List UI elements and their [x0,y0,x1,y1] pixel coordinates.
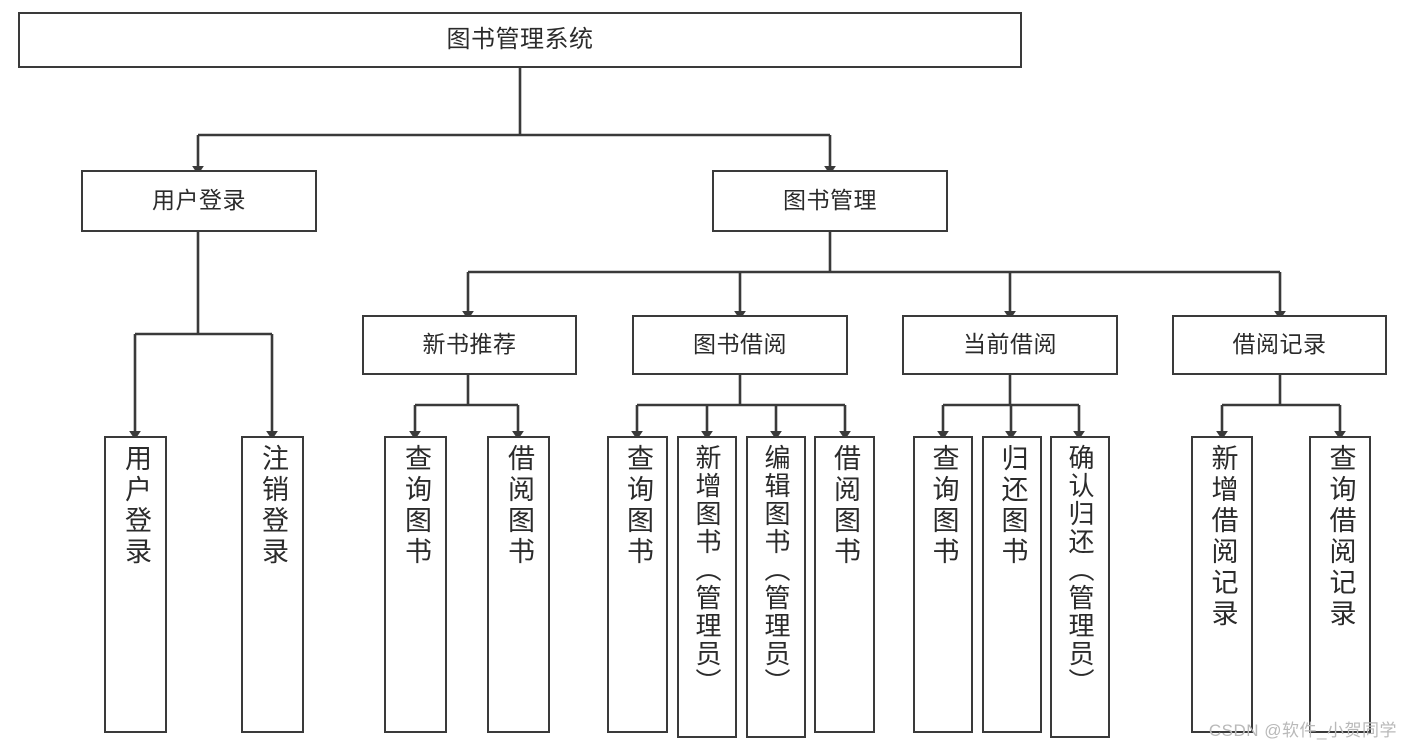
leaf-return-book[interactable]: 归还图书 [982,436,1042,733]
leaf-query-book-new[interactable]: 查询图书 [384,436,447,733]
node-label: 当前借阅 [963,331,1057,358]
node-label: 查询图书 [623,444,653,568]
leaf-borrow-book-new[interactable]: 借阅图书 [487,436,550,733]
node-label: 查询图书 [401,444,431,568]
node-label: 归还图书 [997,444,1028,568]
node-borrowing-record[interactable]: 借阅记录 [1172,315,1387,375]
node-label: 新增图书（管理员） [692,444,722,696]
node-label: 查询借阅记录 [1325,444,1356,630]
node-label: 确认归还（管理员） [1065,444,1095,696]
node-label: 图书借阅 [693,331,787,358]
node-label: 编辑图书（管理员） [761,444,791,696]
node-label: 查询图书 [928,444,959,568]
leaf-add-borrow-record[interactable]: 新增借阅记录 [1191,436,1253,733]
leaf-logout[interactable]: 注销登录 [241,436,304,733]
node-label: 借阅图书 [830,444,860,568]
leaf-query-book-current[interactable]: 查询图书 [913,436,973,733]
node-root-book-management-system[interactable]: 图书管理系统 [18,12,1022,68]
node-label: 用户登录 [152,187,246,214]
node-book-management[interactable]: 图书管理 [712,170,948,232]
node-label: 图书管理 [783,187,877,214]
watermark: CSDN @软件_小贺同学 [1208,721,1397,740]
node-label: 借阅图书 [504,444,534,568]
node-book-borrowing[interactable]: 图书借阅 [632,315,848,375]
leaf-edit-book-admin[interactable]: 编辑图书（管理员） [746,436,806,738]
leaf-query-book-borrow[interactable]: 查询图书 [607,436,668,733]
node-label: 借阅记录 [1232,331,1327,358]
leaf-user-login[interactable]: 用户登录 [104,436,167,733]
node-label: 注销登录 [258,444,288,568]
leaf-borrow-book[interactable]: 借阅图书 [814,436,875,733]
node-user-login[interactable]: 用户登录 [81,170,317,232]
node-label: 图书管理系统 [446,25,594,53]
leaf-confirm-return-admin[interactable]: 确认归还（管理员） [1050,436,1110,738]
node-new-book-recommendation[interactable]: 新书推荐 [362,315,577,375]
leaf-query-borrow-record[interactable]: 查询借阅记录 [1309,436,1371,733]
leaf-add-book-admin[interactable]: 新增图书（管理员） [677,436,737,738]
node-label: 用户登录 [121,444,151,568]
node-label: 新书推荐 [422,331,517,358]
node-current-borrowing[interactable]: 当前借阅 [902,315,1118,375]
node-label: 新增借阅记录 [1207,444,1238,630]
